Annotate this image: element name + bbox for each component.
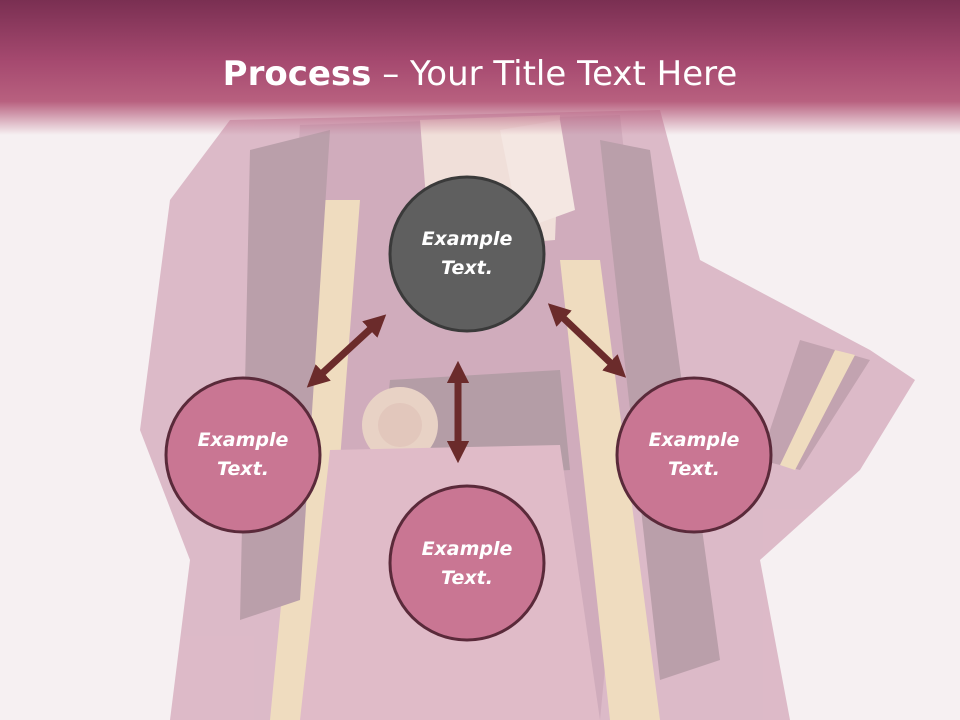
node-left-line1: Example	[197, 429, 289, 451]
node-center-line1: Example	[421, 228, 513, 250]
node-bottom-line1: Example	[421, 538, 513, 560]
arrow-center-left	[306, 314, 387, 388]
node-center-label: Example Text.	[392, 225, 542, 283]
node-right-line2: Text.	[668, 458, 720, 480]
node-right-label: Example Text.	[619, 426, 769, 484]
node-left	[164, 376, 322, 534]
node-left-line2: Text.	[217, 458, 269, 480]
node-bottom	[388, 484, 546, 642]
node-center	[388, 175, 546, 333]
node-bottom-label: Example Text.	[392, 535, 542, 593]
title-strong: Process	[222, 54, 372, 94]
title-rest: Your Title Text Here	[410, 54, 738, 94]
node-left-label: Example Text.	[168, 426, 318, 484]
node-right-line1: Example	[648, 429, 740, 451]
node-right	[615, 376, 773, 534]
arrow-center-right	[547, 303, 627, 378]
node-center-line2: Text.	[441, 257, 493, 279]
slide-title: Process – Your Title Text Here	[0, 52, 960, 96]
node-bottom-line2: Text.	[441, 567, 493, 589]
title-band	[0, 0, 960, 135]
title-dash: –	[371, 54, 411, 94]
